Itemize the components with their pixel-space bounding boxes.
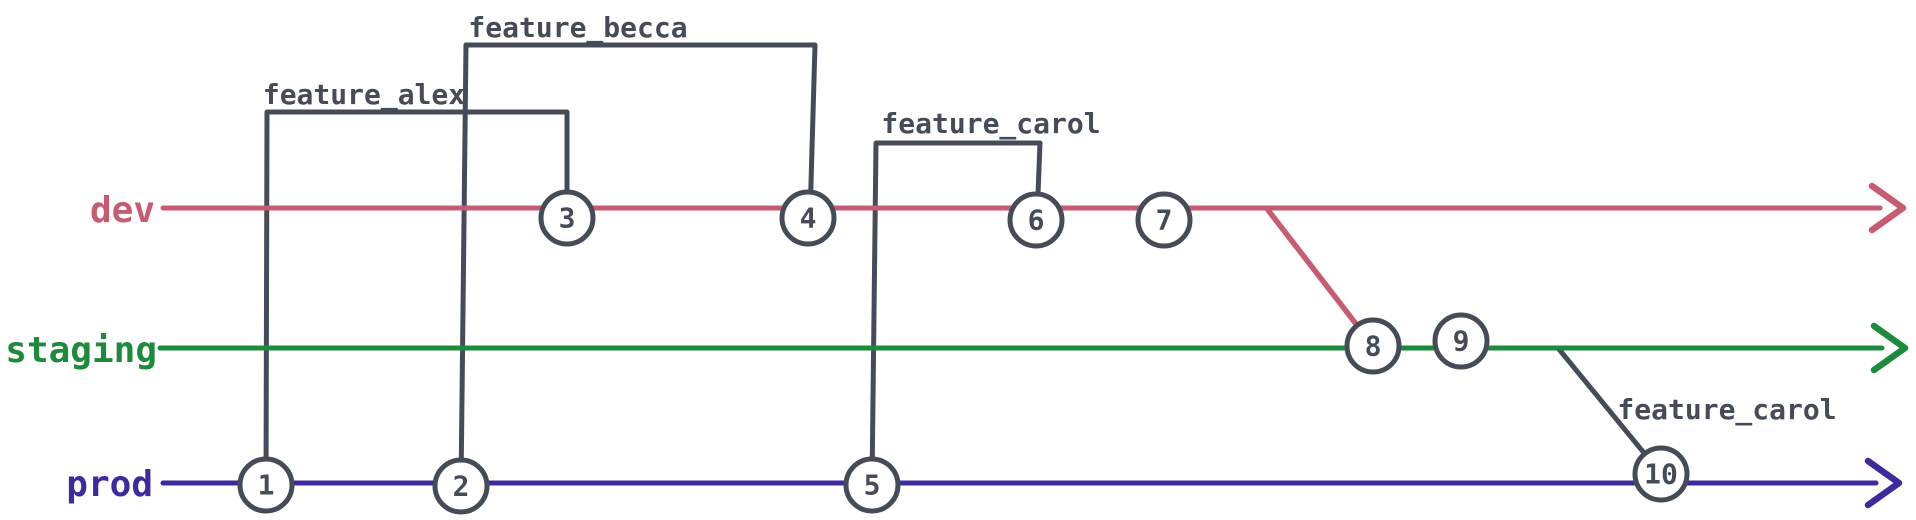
feature-path-carol-right bbox=[1555, 345, 1661, 473]
commit-circle bbox=[538, 189, 596, 247]
commit-circle bbox=[432, 457, 490, 515]
commit-circle bbox=[1632, 445, 1690, 503]
commit-node-1: 1 bbox=[237, 456, 295, 514]
commit-node-10: 10 bbox=[1632, 445, 1690, 503]
feature-label-carol: feature_carol bbox=[881, 107, 1100, 140]
arrowhead-staging-icon bbox=[1870, 322, 1909, 374]
commit-node-2: 2 bbox=[432, 457, 490, 515]
commit-node-9: 9 bbox=[1432, 312, 1490, 370]
merge-edge-dev-to-staging bbox=[1265, 207, 1373, 345]
commit-node-8: 8 bbox=[1344, 317, 1402, 375]
feature-path-carol bbox=[869, 140, 1043, 488]
commit-number: 10 bbox=[1644, 458, 1678, 491]
commit-circle bbox=[237, 456, 295, 514]
feature-label-carol-right: feature_carol bbox=[1617, 393, 1836, 426]
commit-circle bbox=[843, 456, 901, 514]
commit-circle bbox=[779, 189, 837, 247]
branch-label-staging: staging bbox=[5, 330, 157, 371]
commit-node-4: 4 bbox=[779, 189, 837, 247]
commit-circle bbox=[1007, 191, 1065, 249]
commit-node-5: 5 bbox=[843, 456, 901, 514]
commit-node-6: 6 bbox=[1007, 191, 1065, 249]
feature-label-becca: feature_becca bbox=[468, 11, 687, 44]
arrowhead-prod-icon bbox=[1864, 457, 1903, 509]
commit-number: 3 bbox=[559, 202, 576, 235]
commit-number: 6 bbox=[1028, 204, 1045, 237]
commit-circle bbox=[1432, 312, 1490, 370]
feature-path-becca bbox=[458, 42, 818, 489]
commit-number: 1 bbox=[258, 469, 275, 502]
commit-number: 9 bbox=[1453, 325, 1470, 358]
commit-node-7: 7 bbox=[1135, 191, 1193, 249]
branch-staging: staging bbox=[5, 322, 1909, 374]
commit-number: 8 bbox=[1365, 330, 1382, 363]
commit-node-3: 3 bbox=[538, 189, 596, 247]
commit-number: 5 bbox=[864, 469, 881, 502]
commit-circle bbox=[1135, 191, 1193, 249]
commit-number: 7 bbox=[1156, 204, 1173, 237]
arrowhead-dev-icon bbox=[1868, 182, 1907, 234]
branch-dev: dev bbox=[90, 182, 1907, 234]
feature-path-alex bbox=[263, 109, 570, 488]
feature-label-alex: feature_alex bbox=[263, 78, 465, 111]
branch-prod: prod bbox=[66, 457, 1903, 509]
commit-number: 4 bbox=[800, 202, 817, 235]
commit-circle bbox=[1344, 317, 1402, 375]
branch-label-dev: dev bbox=[90, 190, 155, 231]
commit-number: 2 bbox=[453, 470, 470, 503]
branch-label-prod: prod bbox=[66, 464, 153, 505]
